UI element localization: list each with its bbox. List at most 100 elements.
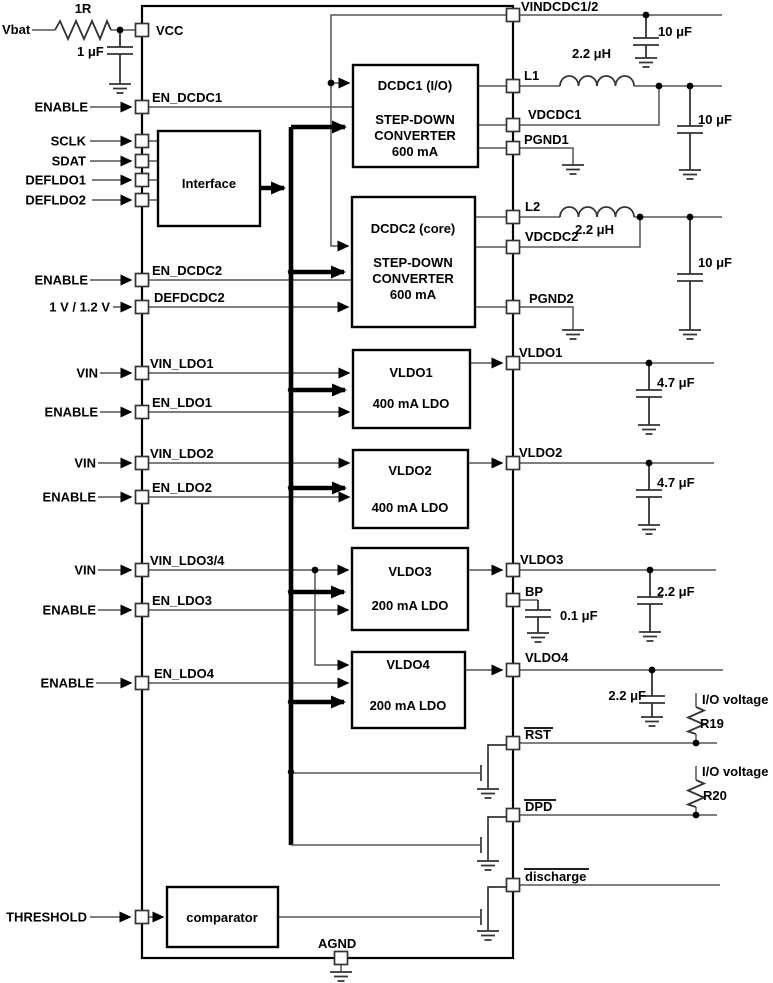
series-resistor-label: 1R — [75, 1, 92, 16]
pin-en-ldo2 — [134, 489, 150, 505]
vin-ldo2-label: VIN — [74, 456, 96, 471]
vldo3-cap-label: 2.2 μF — [657, 584, 695, 599]
dcdc1-block — [351, 63, 480, 169]
vin-ldo34-label: VIN — [74, 563, 96, 578]
ic-pins — [134, 7, 521, 966]
ground-icon — [679, 329, 701, 340]
pin-discharge-label: discharge — [525, 869, 586, 884]
interface-block-label: Interface — [182, 176, 236, 191]
threshold-label: THRESHOLD — [6, 910, 87, 925]
pin-en-ldo3-label: EN_LDO3 — [152, 593, 212, 608]
pin-vin-ldo2-label: VIN_LDO2 — [150, 446, 214, 461]
pin-vdcdc1-label: VDCDC1 — [528, 107, 581, 122]
vldo3-title: VLDO3 — [388, 564, 431, 579]
vdcdc2-feedback-wire — [520, 217, 641, 248]
pin-en-ldo4 — [134, 675, 150, 691]
pin-vldo3-label: VLDO3 — [520, 552, 563, 567]
pin-en-ldo1 — [134, 404, 150, 420]
pin-en-dcdc2-label: EN_DCDC2 — [152, 263, 222, 278]
vbat-label: Vbat — [2, 22, 31, 37]
pin-vldo1 — [505, 355, 521, 371]
vldo4-capacitor-symbol — [639, 670, 665, 717]
pin-en-ldo2-label: EN_LDO2 — [152, 480, 212, 495]
dcdc2-block — [350, 195, 477, 329]
series-resistor-symbol — [54, 18, 112, 42]
junction-dots — [116, 11, 700, 819]
pin-vldo4 — [505, 662, 521, 678]
vindcdc-cap-label: 10 μF — [658, 24, 692, 39]
vdcdc2-capacitor-symbol — [677, 217, 703, 330]
pin-sclk — [134, 133, 150, 149]
ground-icon — [527, 632, 549, 643]
pin-vldo3 — [505, 562, 521, 578]
comparator-block-label: comparator — [186, 910, 258, 925]
ic-outline — [140, 4, 515, 960]
vldo4-title: VLDO4 — [386, 657, 430, 672]
dcdc1-title: DCDC1 (I/O) — [378, 78, 452, 93]
ground-icon — [562, 329, 584, 340]
vdcdc1-cap-label: 10 μF — [698, 112, 732, 127]
pin-l1 — [505, 78, 521, 94]
pin-l2 — [505, 209, 521, 225]
pin-vin-ldo1 — [134, 365, 150, 381]
dcdc2-line3: CONVERTER — [372, 271, 454, 286]
defldo2-label: DEFLDO2 — [25, 193, 86, 208]
sdat-label: SDAT — [52, 154, 86, 169]
ground-icon — [330, 971, 352, 982]
pin-en-ldo4-label: EN_LDO4 — [154, 666, 215, 681]
vldo3-block — [350, 546, 470, 632]
vldo1-subtitle: 400 mA LDO — [373, 396, 450, 411]
enable-ldo2-label: ENABLE — [43, 490, 97, 505]
vldo2-subtitle: 400 mA LDO — [372, 500, 449, 515]
pin-vldo2 — [505, 455, 521, 471]
pin-en-ldo1-label: EN_LDO1 — [152, 395, 212, 410]
pin-rst — [505, 735, 521, 751]
ground-icon — [639, 631, 661, 642]
vdcdc1-feedback-wire — [520, 86, 660, 126]
vindcdc-capacitor-symbol — [633, 15, 659, 58]
pin-en-ldo3 — [134, 602, 150, 618]
ground-icon — [679, 169, 701, 180]
pin-defldo2 — [134, 192, 150, 208]
pin-vindcdc12-label: VINDCDC1/2 — [521, 0, 598, 14]
sclk-label: SCLK — [51, 134, 87, 149]
vldo3-capacitor-symbol — [637, 570, 663, 632]
pin-vin-ldo1-label: VIN_LDO1 — [150, 356, 214, 371]
pin-agnd-label: AGND — [318, 936, 356, 951]
pin-bp — [505, 592, 521, 608]
pin-defldo1 — [134, 172, 150, 188]
ground-icon — [638, 424, 660, 435]
ground-icon — [562, 164, 584, 175]
pin-en-dcdc2 — [134, 272, 150, 288]
dpd-transistor — [291, 816, 506, 871]
ground-icon — [638, 524, 660, 535]
enable-ldo3-label: ENABLE — [43, 603, 97, 618]
vdcdc2-cap-label: 10 μF — [698, 255, 732, 270]
discharge-transistor — [278, 886, 506, 941]
r20-label: R20 — [703, 788, 727, 803]
comparator-block — [165, 885, 280, 949]
dcdc1-line4: 600 mA — [392, 144, 439, 159]
pin-vcc — [134, 22, 150, 38]
vldo4-cap-label: 2.2 μF — [608, 688, 646, 703]
pin-vcc-label: VCC — [156, 23, 184, 38]
vldo2-block — [351, 448, 470, 530]
pin-pgnd1-label: PGND1 — [524, 132, 569, 147]
l1-value-label: 2.2 μH — [572, 46, 611, 61]
bp-cap-label: 0.1 μF — [560, 608, 598, 623]
dcdc2-line4: 600 mA — [390, 287, 437, 302]
dcdc2-line2: STEP-DOWN — [373, 255, 452, 270]
vldo1-block — [351, 348, 472, 430]
vldo2-cap-label: 4.7 μF — [657, 475, 695, 490]
interface-input-stubs — [148, 140, 158, 201]
l2-inductor-symbol — [559, 206, 635, 218]
pin-dpd — [505, 807, 521, 823]
enable-dcdc1-label: ENABLE — [35, 100, 89, 115]
pin-dpd-label: DPD — [525, 799, 552, 814]
pin-pgnd1 — [505, 140, 521, 156]
enable-ldo1-label: ENABLE — [45, 405, 99, 420]
vldo2-capacitor-symbol — [636, 463, 662, 525]
pin-threshold — [134, 909, 150, 925]
pin-agnd — [333, 950, 349, 966]
